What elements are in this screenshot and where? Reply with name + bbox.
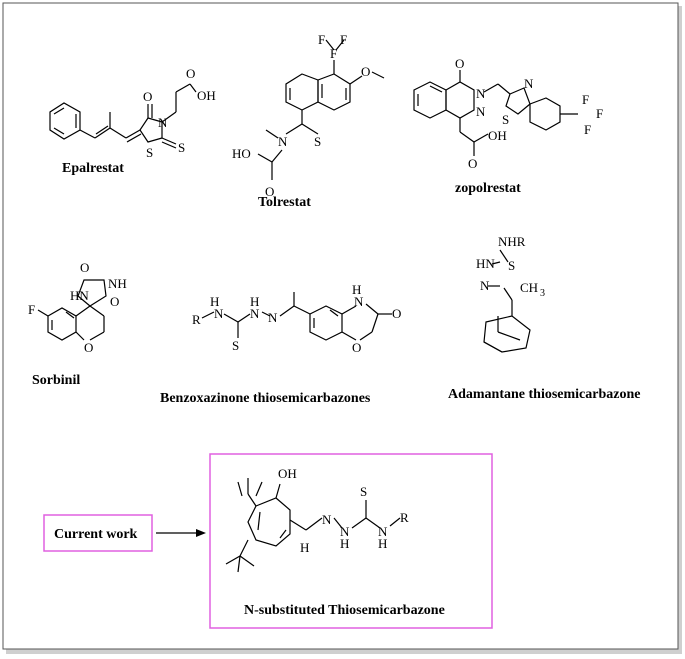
svg-text:OH: OH: [197, 88, 216, 103]
svg-text:O: O: [80, 260, 89, 275]
zopolrestat-structure: O N N N S F F F O OH: [413, 56, 603, 171]
svg-text:R: R: [400, 510, 409, 525]
sorbinil-label: Sorbinil: [32, 373, 80, 388]
svg-text:O: O: [143, 89, 152, 104]
svg-text:O: O: [468, 156, 477, 171]
svg-text:OH: OH: [278, 466, 297, 481]
benzoxazinone-structure: R H N S N H N H N O O: [192, 282, 401, 355]
svg-text:N: N: [322, 512, 332, 527]
svg-text:O: O: [361, 64, 370, 79]
epalrestat-structure: O N S S O OH: [49, 66, 216, 160]
sorbinil-structure: F O HN NH O O: [28, 260, 127, 355]
svg-text:S: S: [146, 145, 153, 160]
svg-text:H: H: [210, 294, 219, 309]
svg-text:O: O: [455, 56, 464, 71]
arrow-head: [196, 529, 206, 537]
svg-text:O: O: [265, 184, 274, 199]
svg-text:N: N: [340, 524, 350, 539]
svg-text:F: F: [582, 92, 589, 107]
svg-text:N: N: [214, 306, 224, 321]
svg-text:N: N: [354, 294, 364, 309]
epalrestat-label: Epalrestat: [62, 161, 124, 176]
svg-text:N: N: [524, 76, 534, 91]
svg-text:O: O: [110, 294, 119, 309]
tolrestat-label: Tolrestat: [258, 195, 311, 210]
svg-text:N: N: [476, 104, 486, 119]
svg-text:F: F: [584, 122, 591, 137]
adamantane-structure: NHR S HN N CH 3: [476, 234, 545, 353]
svg-text:N: N: [476, 86, 486, 101]
svg-text:H: H: [340, 536, 349, 551]
svg-text:N: N: [480, 278, 490, 293]
svg-text:HN: HN: [476, 256, 495, 271]
current-work-label: Current work: [54, 527, 138, 542]
current-work-box: [43, 514, 153, 552]
svg-text:NHR: NHR: [498, 234, 526, 249]
svg-text:H: H: [352, 282, 361, 297]
tolrestat-structure: F F F O S N HO O: [232, 32, 385, 199]
svg-text:S: S: [360, 484, 367, 499]
svg-text:H: H: [300, 540, 309, 555]
svg-text:F: F: [318, 32, 325, 47]
target-structure: OH H N N H S N H R: [225, 466, 409, 573]
svg-text:3: 3: [540, 288, 545, 299]
svg-text:F: F: [596, 106, 603, 121]
svg-text:NH: NH: [108, 276, 127, 291]
svg-text:F: F: [330, 46, 337, 61]
benzoxazinone-label: Benzoxazinone thiosemicarbazones: [160, 391, 371, 406]
svg-text:R: R: [192, 312, 201, 327]
svg-text:N: N: [268, 310, 278, 325]
svg-text:HN: HN: [70, 288, 89, 303]
target-box: [209, 453, 493, 629]
svg-text:F: F: [28, 302, 35, 317]
svg-text:N: N: [378, 524, 388, 539]
svg-text:O: O: [392, 306, 401, 321]
svg-text:N: N: [158, 115, 168, 130]
svg-text:N: N: [250, 306, 260, 321]
svg-text:N: N: [278, 134, 288, 149]
svg-text:F: F: [340, 32, 347, 47]
svg-text:OH: OH: [488, 128, 507, 143]
svg-text:S: S: [508, 258, 515, 273]
svg-text:S: S: [232, 338, 239, 353]
svg-text:H: H: [378, 536, 387, 551]
zopolrestat-label: zopolrestat: [455, 181, 521, 196]
svg-text:O: O: [186, 66, 195, 81]
svg-text:CH: CH: [520, 280, 538, 295]
svg-text:O: O: [352, 340, 361, 355]
target-label: N-substituted Thiosemicarbazone: [244, 603, 445, 618]
svg-text:S: S: [314, 134, 321, 149]
svg-text:S: S: [502, 112, 509, 127]
svg-text:H: H: [250, 294, 259, 309]
svg-text:S: S: [178, 140, 185, 155]
svg-text:HO: HO: [232, 146, 251, 161]
adamantane-label: Adamantane thiosemicarbazone: [448, 387, 641, 402]
svg-text:O: O: [84, 340, 93, 355]
